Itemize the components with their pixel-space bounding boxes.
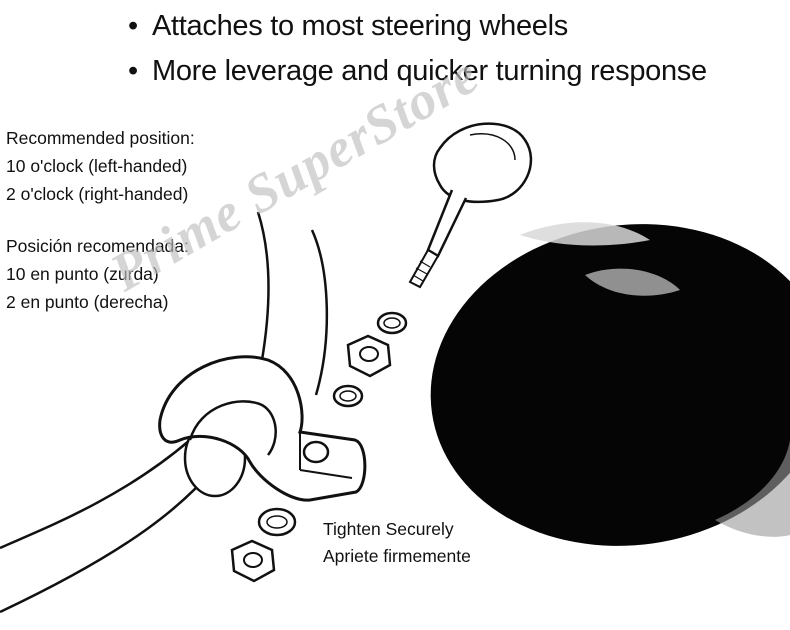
spinner-knob: [430, 224, 790, 546]
feature-list: • Attaches to most steering wheels • More …: [128, 4, 707, 94]
position-heading-es: Posición recomendada:: [6, 236, 189, 256]
recommended-position-es: Posición recomendada: 10 en punto (zurda…: [6, 232, 189, 316]
recommended-position-en: Recommended position: 10 o'clock (left-h…: [6, 124, 195, 208]
hex-nut-lower: [230, 539, 276, 583]
feature-text: Attaches to most steering wheels: [152, 10, 568, 42]
bullet-marker: •: [128, 10, 138, 42]
steering-wheel-rim-inner: [256, 211, 270, 361]
washer-middle-hole: [339, 390, 357, 402]
feature-text: More leverage and quicker turning respon…: [152, 55, 707, 87]
spinner-knob-reflection: [585, 268, 680, 296]
mounting-clamp: [158, 355, 367, 502]
hex-nut-upper: [346, 334, 392, 378]
tighten-es: Apriete firmemente: [323, 546, 471, 566]
lock-washer-hole: [266, 515, 288, 529]
position-left-en: 10 o'clock (left-handed): [6, 156, 188, 176]
position-right-es: 2 en punto (derecha): [6, 292, 169, 312]
bullet-marker: •: [128, 55, 138, 87]
position-left-es: 10 en punto (zurda): [6, 264, 159, 284]
washer-top-hole: [383, 317, 401, 329]
tighten-en: Tighten Securely: [323, 519, 454, 539]
spinner-knob-rim-light: [715, 440, 790, 537]
position-heading-en: Recommended position:: [6, 128, 195, 148]
tighten-instruction: Tighten Securely Apriete firmemente: [323, 516, 471, 570]
steering-wheel-rim-outer: [310, 229, 329, 396]
spinner-screw: [408, 122, 533, 289]
clamp-bolt-hole: [302, 440, 330, 464]
feature-bullet: • More leverage and quicker turning respo…: [128, 49, 707, 94]
feature-bullet: • Attaches to most steering wheels: [128, 4, 707, 49]
position-right-en: 2 o'clock (right-handed): [6, 184, 189, 204]
spinner-knob-highlight: [520, 222, 650, 246]
